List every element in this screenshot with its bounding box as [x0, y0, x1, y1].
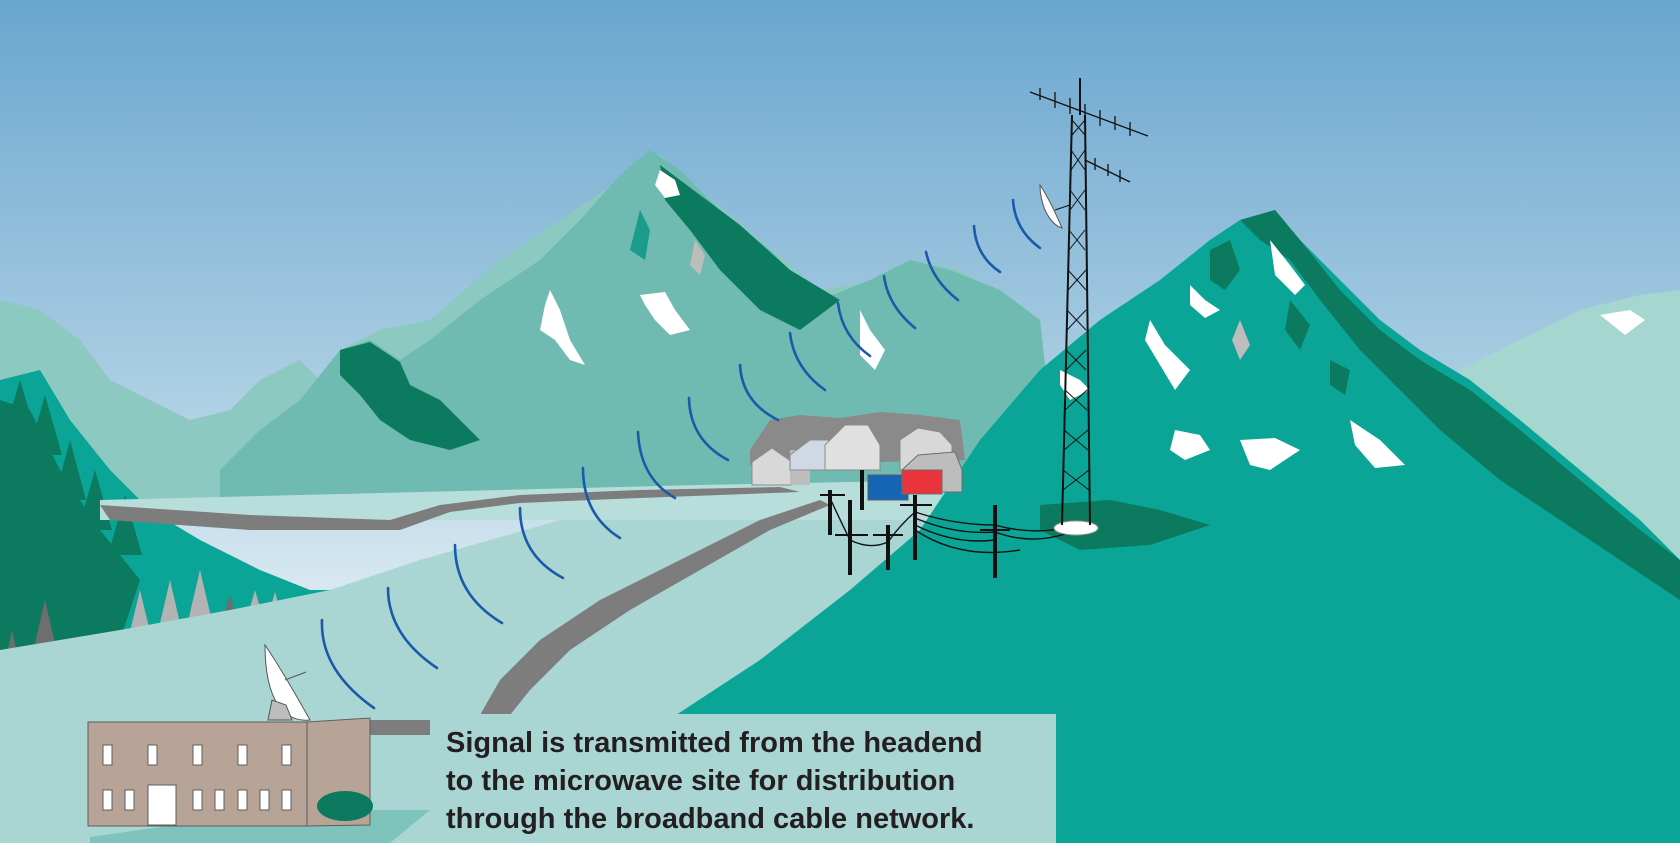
- satellite-dish: [264, 643, 311, 721]
- antenna-array: [1029, 88, 1149, 183]
- road: [100, 487, 830, 735]
- center-mountain: [220, 150, 1060, 500]
- caption-line: through the broadband cable network.: [446, 803, 975, 835]
- microwave-dish: [1039, 183, 1071, 229]
- caption-box: Signal is transmitted from the headend t…: [436, 714, 1056, 843]
- house-blue: [867, 474, 909, 501]
- utility-poles: [820, 470, 1066, 578]
- headend-building: [87, 643, 430, 843]
- caption-line: to the microwave site for distribution: [446, 765, 956, 797]
- microwave-signal-waves: [320, 198, 1042, 710]
- house: [824, 424, 881, 471]
- microwave-tower: [1029, 78, 1149, 536]
- house-red: [901, 451, 963, 495]
- village: [750, 412, 965, 501]
- near-mountain: [676, 210, 1680, 843]
- caption-line: Signal is transmitted from the headend: [446, 727, 983, 759]
